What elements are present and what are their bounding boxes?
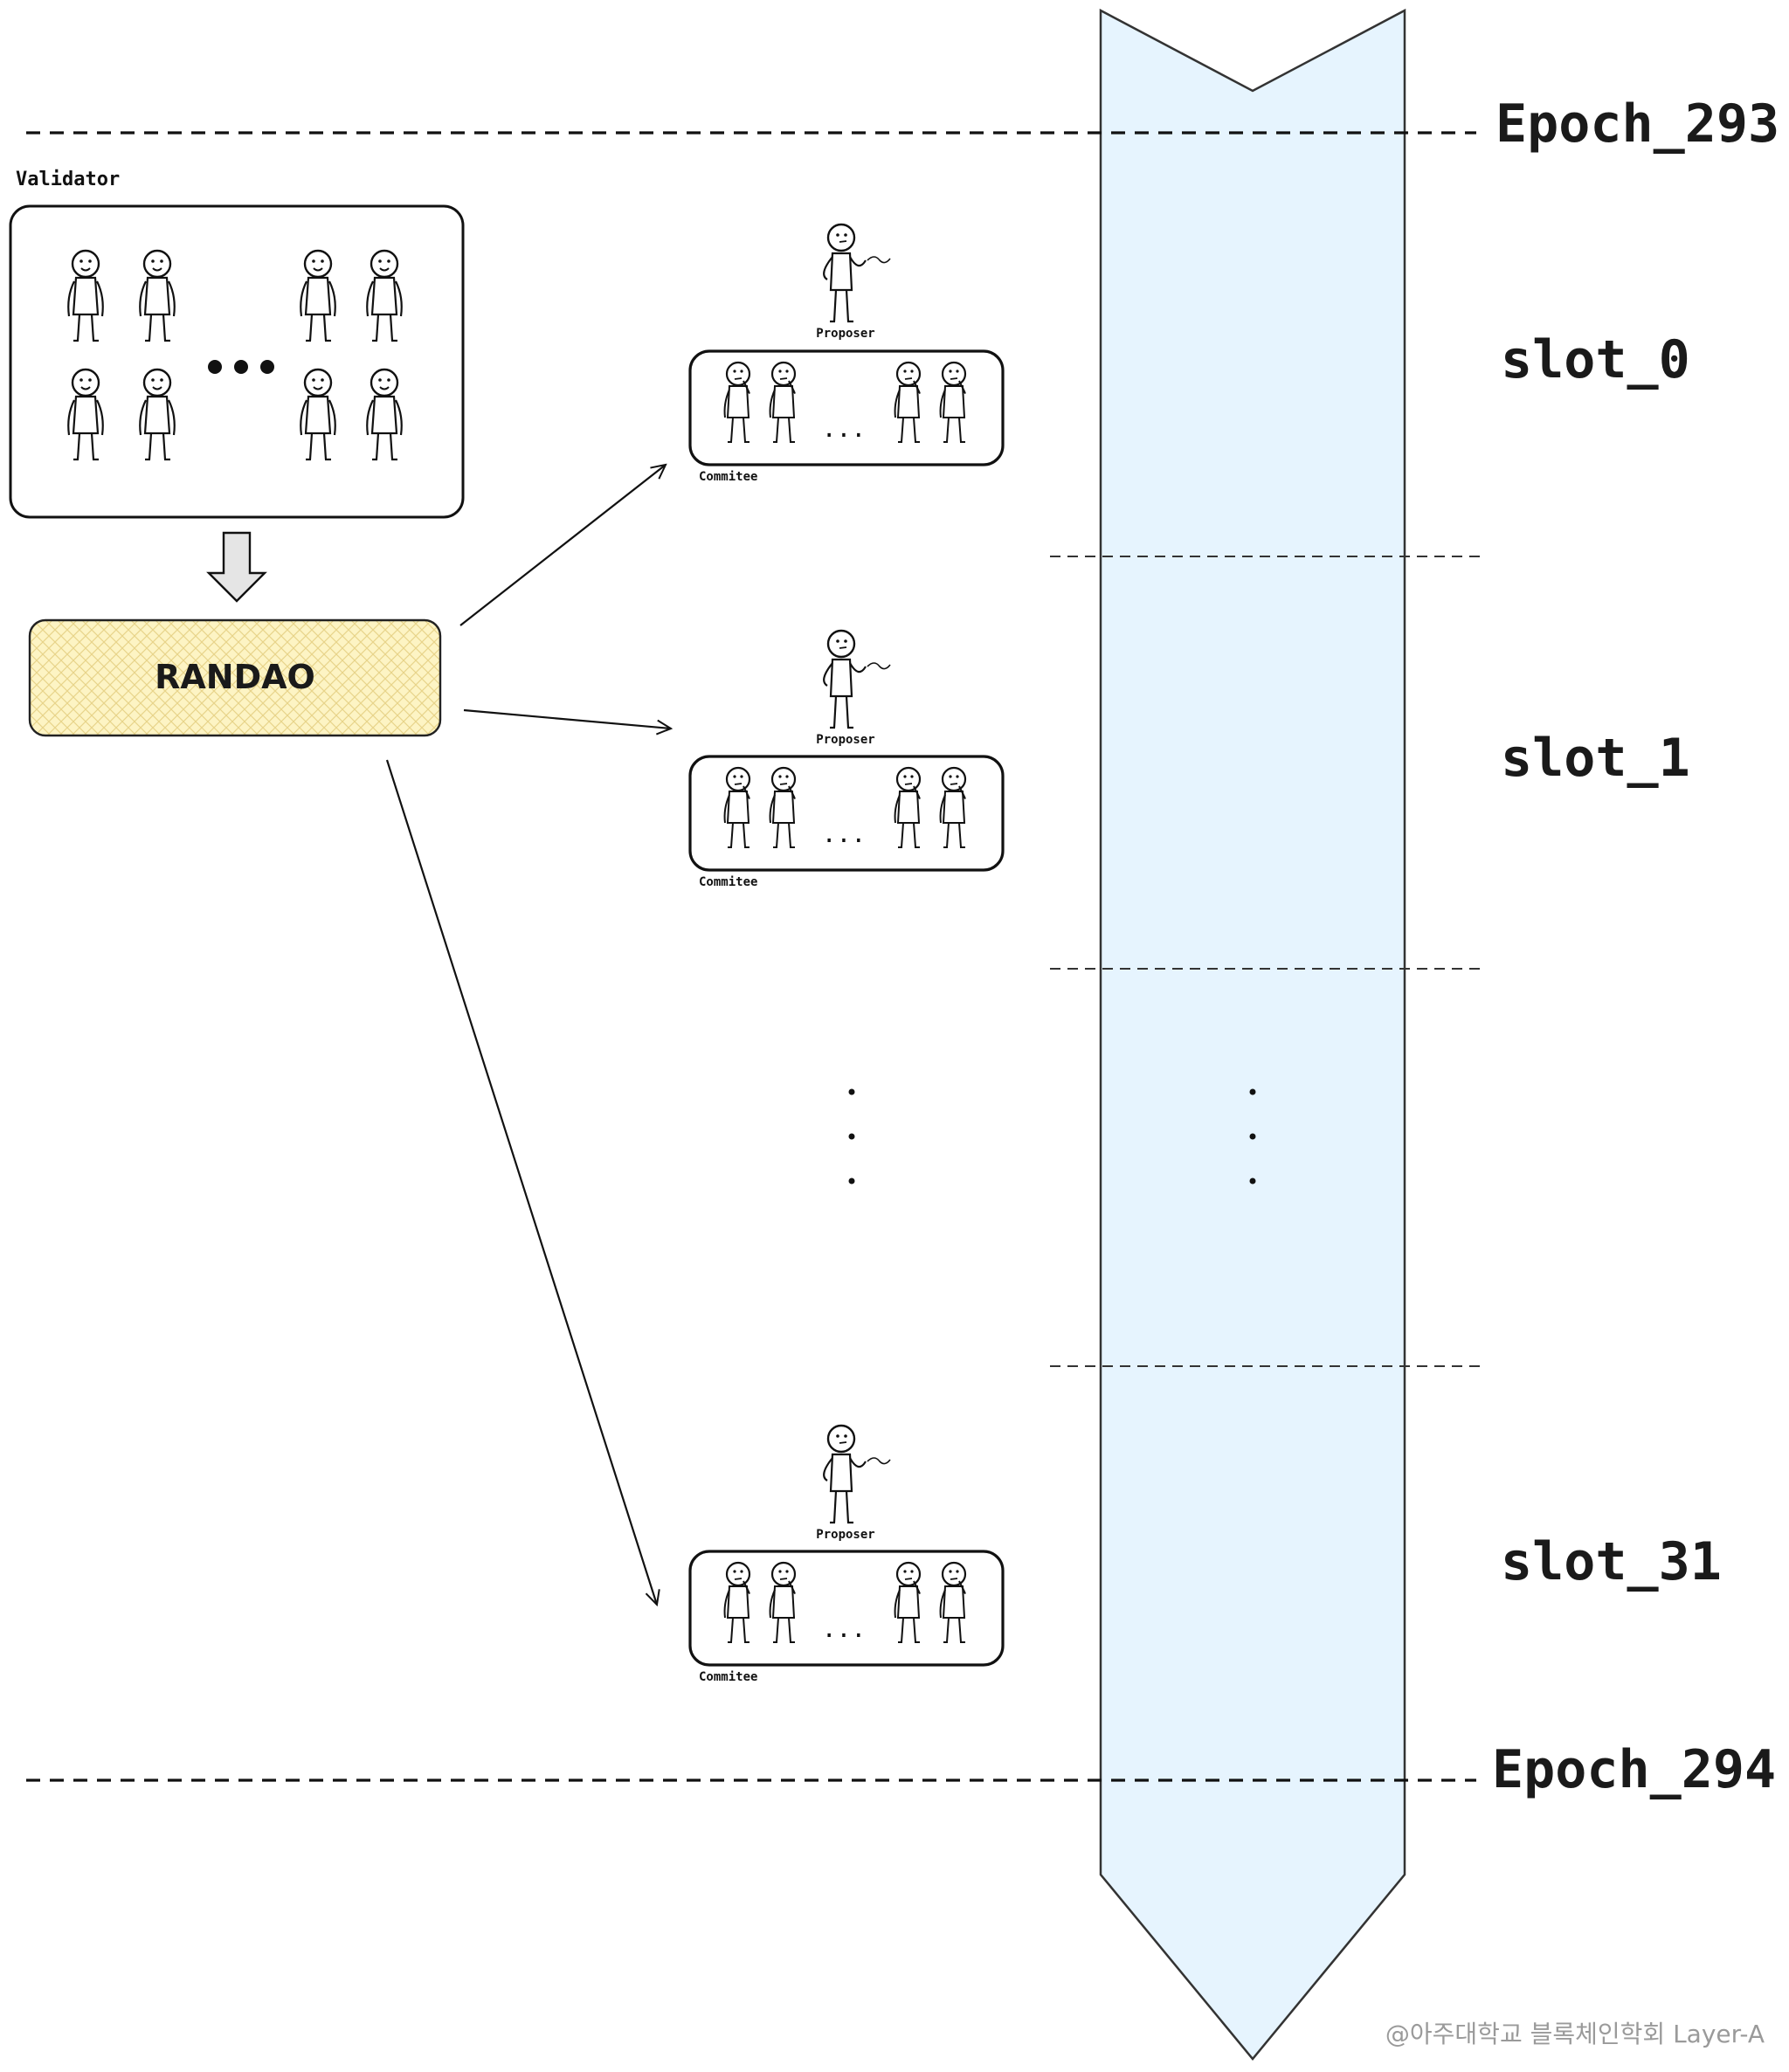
randao-label: RANDAO [155, 658, 315, 696]
committee-ellipsis: ... [822, 819, 867, 848]
epoch-label-bottom: Epoch_294 [1492, 1739, 1776, 1800]
vertical-ellipsis [848, 1088, 1256, 1184]
timeline-ribbon [1099, 8, 1406, 2061]
proposer-label: Proposer [816, 1528, 874, 1542]
watermark: @아주대학교 블록체인학회 Layer-A [1385, 2020, 1765, 2048]
validator-label: Validator [16, 169, 120, 190]
committee-label: Commitee [699, 1670, 757, 1684]
slot-label: slot_31 [1501, 1531, 1722, 1592]
proposer-label: Proposer [816, 733, 874, 747]
slot-1-group: Proposer ... Commitee [688, 629, 1005, 889]
committee-box [688, 1550, 1005, 1667]
validator-figures [67, 249, 403, 461]
arrow-to-slot-0 [459, 465, 666, 626]
epoch-label-top: Epoch_293 [1495, 93, 1779, 155]
committee-label: Commitee [699, 470, 757, 484]
slot-31-group: Proposer ... Commitee [688, 1424, 1005, 1684]
slot-label: slot_0 [1501, 329, 1690, 390]
arrow-to-slot-1 [463, 708, 671, 729]
committee-label: Commitee [699, 875, 757, 889]
committee-box [688, 755, 1005, 872]
committee-box [688, 349, 1005, 466]
committee-ellipsis: ... [822, 414, 867, 443]
slot-0-group: Proposer ... Commitee [688, 223, 1005, 484]
randao-box: RANDAO [28, 618, 442, 737]
committee-ellipsis: ... [822, 1614, 867, 1643]
proposer-label: Proposer [816, 327, 874, 341]
arrow-to-slot-31 [385, 759, 657, 1605]
down-arrow-icon [206, 531, 267, 603]
slot-label: slot_1 [1501, 728, 1690, 789]
